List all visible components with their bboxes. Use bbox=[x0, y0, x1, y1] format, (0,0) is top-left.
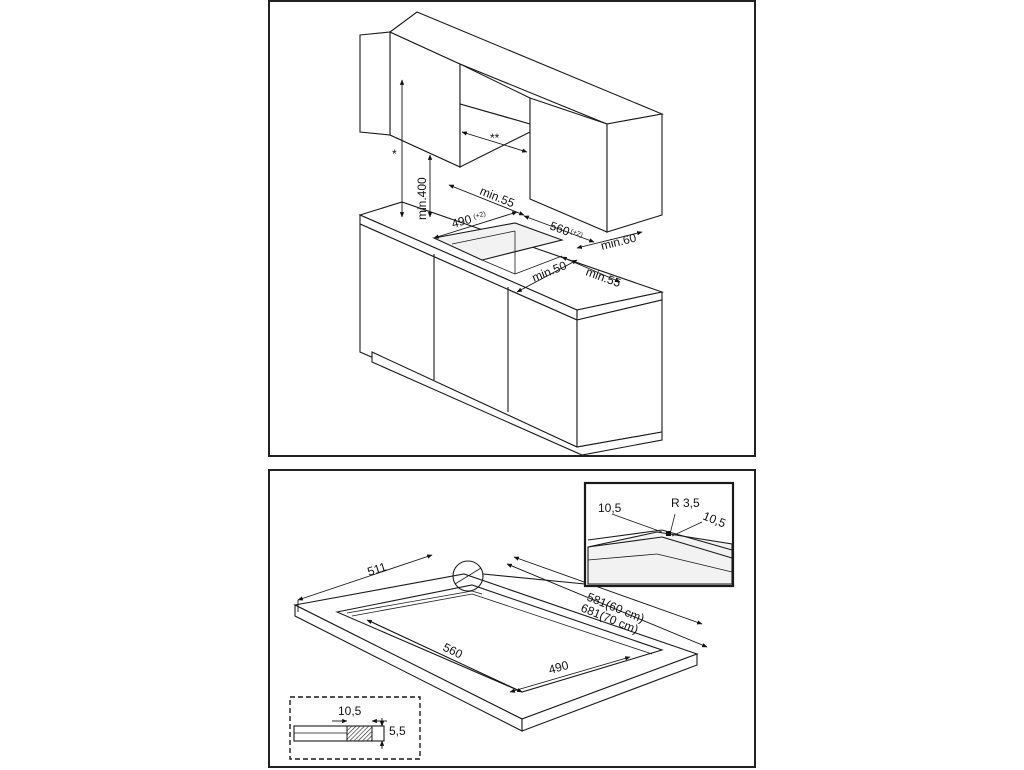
cutout-drawing: 511 560 490 581(60 cm) 681(70 cm) 10,5 R… bbox=[289, 481, 735, 760]
kitchen-cabinet-drawing: * ** min.400 min.55 490 (+2) 560 (+2) mi… bbox=[358, 11, 665, 456]
detail-magnifier-circle bbox=[452, 560, 484, 592]
label-double-star: ** bbox=[490, 131, 500, 145]
label-cutout-490-tol: (+2) bbox=[473, 211, 487, 221]
detail-radius: R 3,5 bbox=[671, 496, 700, 510]
label-min-400: min.400 bbox=[415, 177, 429, 220]
wall-cabinets bbox=[359, 11, 664, 233]
label-cutout-490: 490 bbox=[450, 212, 473, 231]
label-min-60: min.60 bbox=[599, 231, 638, 253]
section-width-dim: 10,5 bbox=[338, 704, 362, 718]
detail-left-dim: 10,5 bbox=[598, 501, 622, 515]
label-star: * bbox=[392, 147, 397, 161]
label-cutout-560: 560 bbox=[548, 219, 572, 239]
corner-detail-inset bbox=[583, 481, 735, 588]
label-min-55-top: min.55 bbox=[478, 184, 517, 211]
label-dim-511: 511 bbox=[366, 560, 389, 579]
label-cutout-560-tol: (+2) bbox=[569, 228, 583, 239]
dimension-lines bbox=[399, 79, 643, 293]
seal-section-inset bbox=[289, 696, 421, 760]
cutout-diagram-panel: 511 560 490 581(60 cm) 681(70 cm) 10,5 R… bbox=[268, 469, 756, 768]
cutout-dimension-lines bbox=[297, 554, 708, 693]
label-dim-490: 490 bbox=[547, 658, 570, 677]
section-height-dim: 5,5 bbox=[389, 724, 406, 738]
installation-diagram-panel: * ** min.400 min.55 490 (+2) 560 (+2) mi… bbox=[268, 0, 756, 457]
